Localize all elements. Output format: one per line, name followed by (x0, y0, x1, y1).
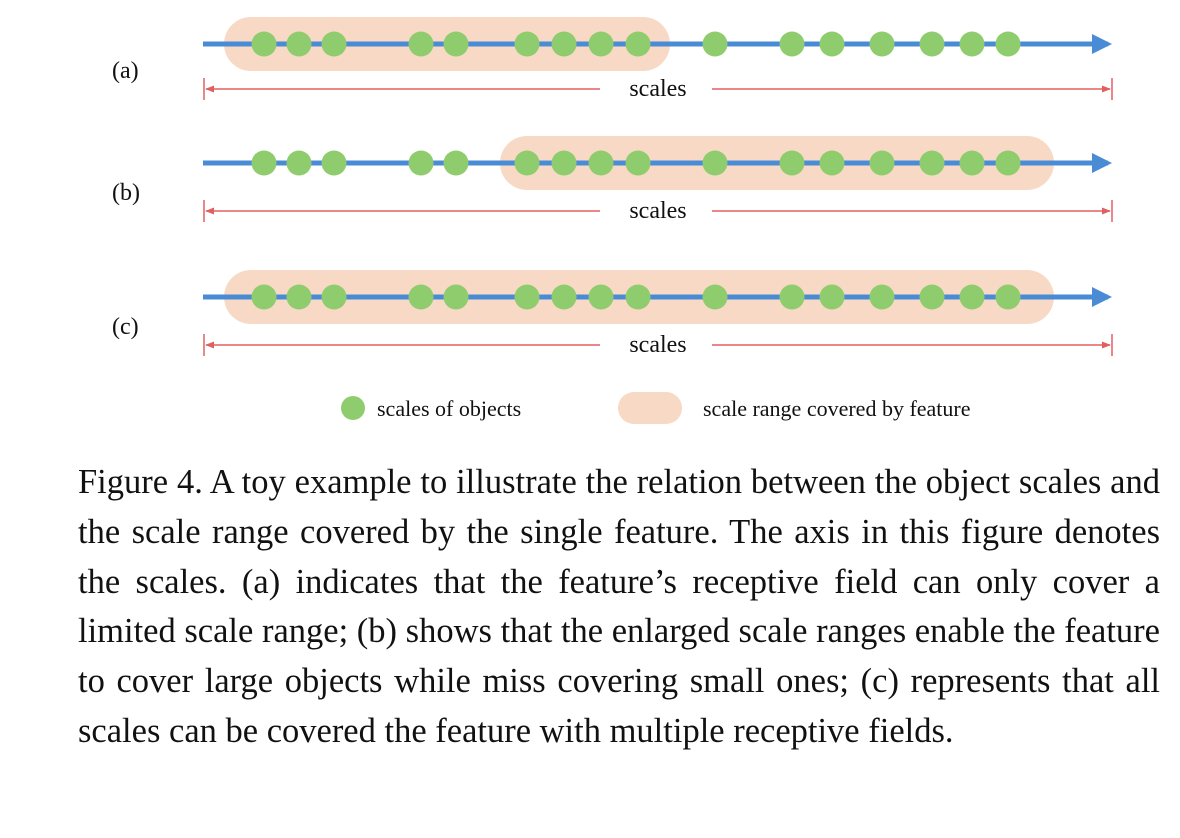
axis-label-scales: scales (629, 198, 686, 224)
object-scale-dot (443, 31, 469, 57)
object-scale-dot (321, 31, 347, 57)
object-scale-dot (702, 150, 728, 176)
object-scale-dot (286, 150, 312, 176)
axis-label-scales: scales (629, 76, 686, 102)
object-scale-dot (625, 284, 651, 310)
object-scale-dot (286, 31, 312, 57)
row-label: (a) (112, 58, 139, 84)
object-scale-dot (702, 284, 728, 310)
object-scale-dot (251, 150, 277, 176)
legend-band-swatch (618, 392, 682, 424)
object-scale-dot (919, 284, 945, 310)
object-scale-dot (588, 150, 614, 176)
object-scale-dot (408, 31, 434, 57)
object-scale-dot (819, 284, 845, 310)
scale-row-a: (a) scales (112, 17, 1113, 102)
axis-label-scales: scales (629, 332, 686, 358)
object-scale-dot (251, 31, 277, 57)
legend-dot-label: scales of objects (377, 396, 521, 421)
figure-caption: Figure 4. A toy example to illustrate th… (78, 463, 1160, 750)
object-scale-dot (959, 150, 985, 176)
object-scale-dot (408, 284, 434, 310)
object-scale-dot (408, 150, 434, 176)
object-scale-dot (514, 150, 540, 176)
object-scale-dot (919, 150, 945, 176)
object-scale-dot (869, 284, 895, 310)
object-scale-dot (959, 31, 985, 57)
row-label: (b) (112, 180, 140, 206)
object-scale-dot (588, 31, 614, 57)
row-label: (c) (112, 314, 139, 340)
object-scale-dot (551, 284, 577, 310)
object-scale-dot (995, 31, 1021, 57)
legend: scales of objects scale range covered by… (341, 392, 971, 424)
object-scale-dot (702, 31, 728, 57)
object-scale-dot (551, 31, 577, 57)
object-scale-dot (779, 150, 805, 176)
object-scale-dot (251, 284, 277, 310)
object-scale-dot (819, 31, 845, 57)
object-scale-dot (819, 150, 845, 176)
object-scale-dot (995, 150, 1021, 176)
object-scale-dot (779, 31, 805, 57)
scale-coverage-diagram: (a) scales (b) scales (c) scales scales of ob… (112, 17, 1113, 424)
object-scale-dot (514, 284, 540, 310)
object-scale-dot (919, 31, 945, 57)
object-scale-dot (551, 150, 577, 176)
object-scale-dot (869, 31, 895, 57)
object-scale-dot (286, 284, 312, 310)
object-scale-dot (779, 284, 805, 310)
legend-band-label: scale range covered by feature (703, 396, 971, 421)
object-scale-dot (869, 150, 895, 176)
object-scale-dot (321, 284, 347, 310)
object-scale-dot (995, 284, 1021, 310)
scale-row-b: (b) scales (112, 136, 1113, 224)
object-scale-dot (514, 31, 540, 57)
object-scale-dot (443, 150, 469, 176)
object-scale-dot (588, 284, 614, 310)
scale-row-c: (c) scales (112, 270, 1113, 358)
object-scale-dot (321, 150, 347, 176)
object-scale-dot (625, 31, 651, 57)
object-scale-dot (959, 284, 985, 310)
legend-dot-swatch (341, 396, 365, 420)
object-scale-dot (625, 150, 651, 176)
object-scale-dot (443, 284, 469, 310)
